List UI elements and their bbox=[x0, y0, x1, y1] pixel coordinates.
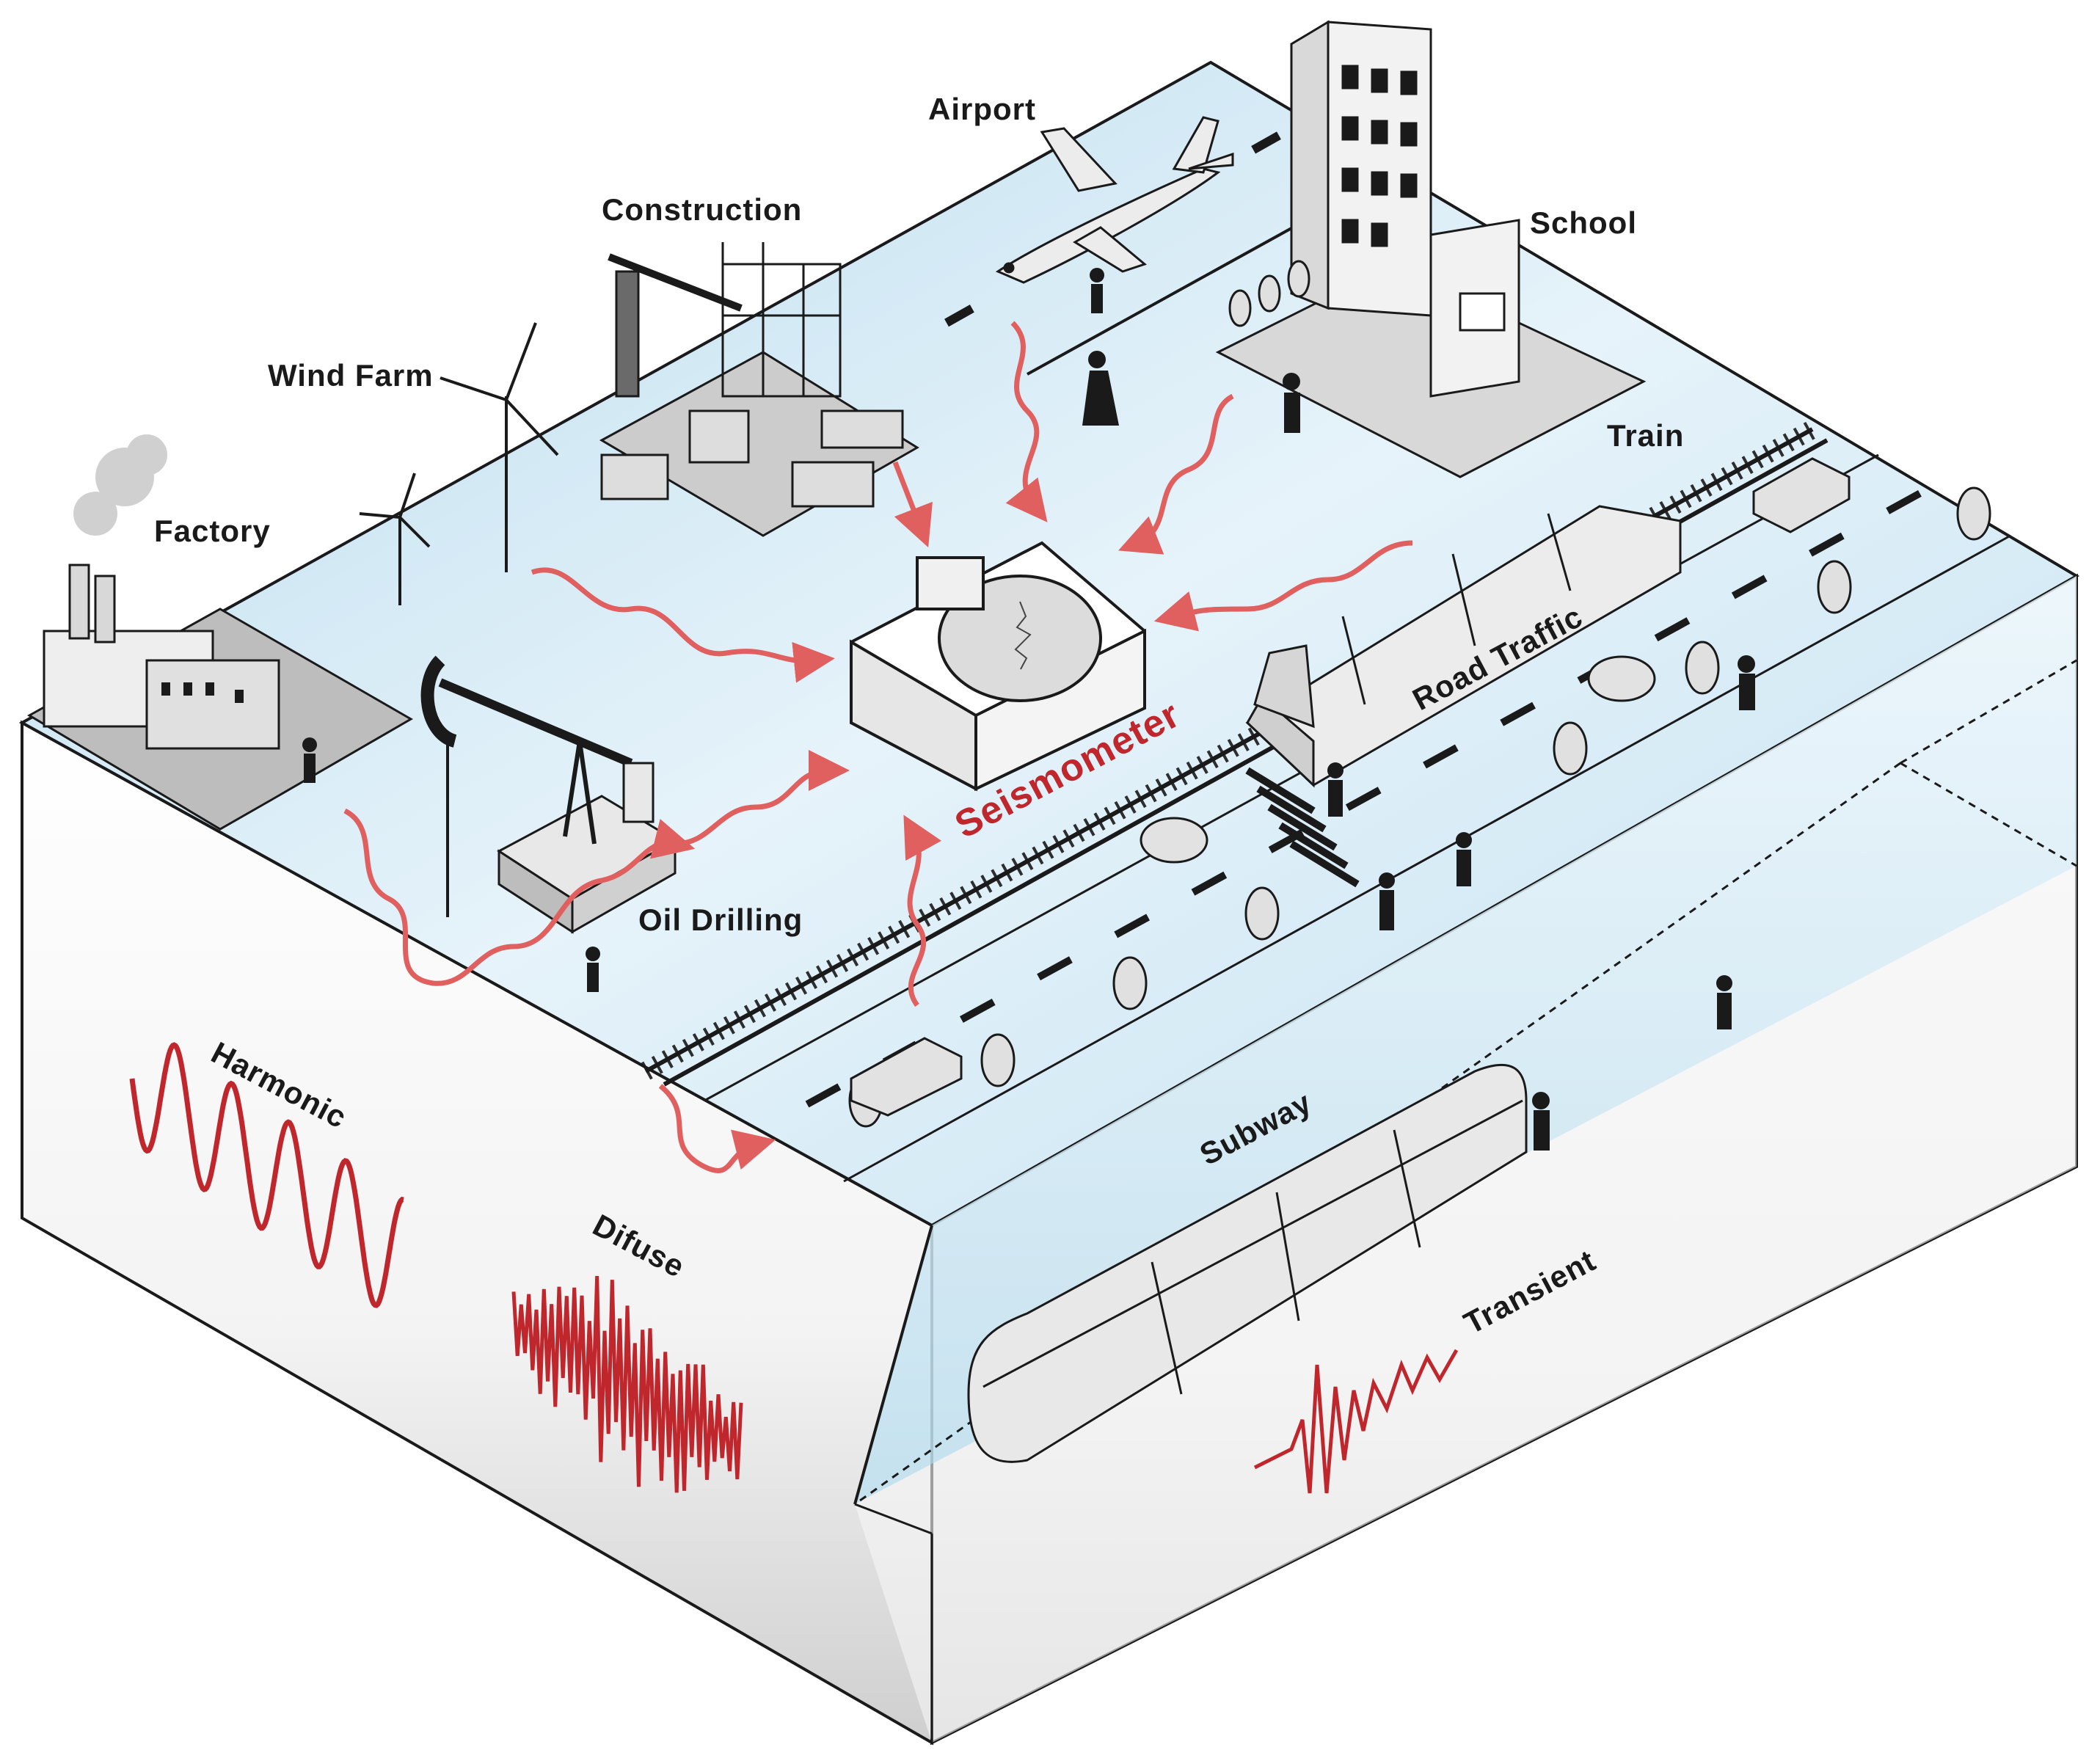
harmonic-waveform bbox=[129, 1042, 404, 1308]
construction-site-icon bbox=[599, 242, 919, 537]
transient-waveform bbox=[1253, 1349, 1459, 1494]
car-icon bbox=[850, 457, 1851, 1117]
train-icon bbox=[1245, 505, 1682, 788]
diffuse-waveform bbox=[511, 1275, 743, 1493]
label-train: Train bbox=[1607, 418, 1685, 453]
airport-runway bbox=[944, 124, 1307, 376]
label-construction: Construction bbox=[602, 192, 803, 227]
seismometer-icon bbox=[850, 541, 1146, 792]
airplane-icon bbox=[995, 116, 1234, 284]
pedestrian-icon bbox=[302, 268, 1755, 1151]
noise-propagation-arrows bbox=[343, 321, 1413, 1173]
road bbox=[704, 453, 2011, 1183]
wind-turbine-icon bbox=[359, 322, 559, 605]
pumpjack-icon bbox=[420, 655, 677, 934]
label-airport: Airport bbox=[928, 92, 1036, 126]
crosswalk bbox=[1245, 767, 1360, 888]
label-oil-drilling: Oil Drilling bbox=[638, 903, 803, 937]
label-school: School bbox=[1530, 205, 1638, 240]
label-wind-farm: Wind Farm bbox=[268, 358, 434, 393]
label-factory: Factory bbox=[154, 514, 271, 548]
school-building-icon bbox=[1215, 20, 1647, 478]
subway-train-icon bbox=[967, 1063, 1528, 1463]
